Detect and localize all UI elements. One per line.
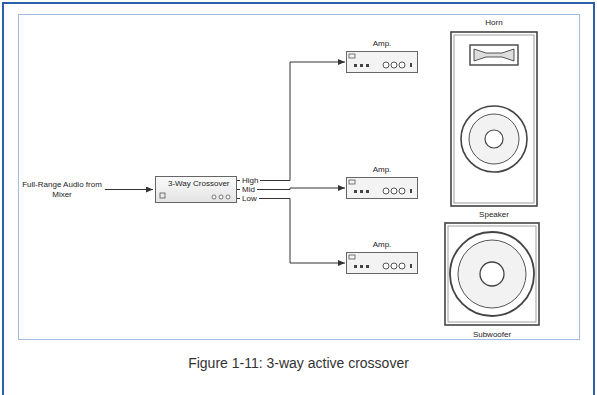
amp-body [347,178,418,199]
amp-knob [383,263,389,269]
node-label: Speaker [450,210,538,220]
amp-power-switch [349,255,355,259]
signal-connector [237,62,345,181]
amp-knob [391,263,397,269]
amp-indicator [354,190,357,193]
node-label: Horn [450,18,538,31]
band-label: High [240,176,260,185]
amplifier-body [346,51,418,73]
node-label: Amp. [346,240,418,252]
cabinet-inner-edge [454,35,534,203]
amp-indicator [410,63,412,67]
signal-connector [237,199,345,264]
node-label: 3-Way Crossover [168,179,230,189]
crossover-knob [219,195,223,199]
amp-indicator [410,189,412,193]
woofer-cone [469,114,519,164]
amp-knob [383,62,389,68]
horn-driver [470,45,518,65]
subwoofer-enclosure [444,222,540,326]
amp-indicator [354,265,357,268]
amp-body [347,52,418,73]
woofer-frame [461,106,527,172]
amp-power-switch [349,180,355,184]
amp-knob [383,188,389,194]
amplifier-unit [346,51,418,73]
subwoofer-drawing [444,222,540,326]
amplifier-unit [346,177,418,199]
figure-caption: Figure 1-11: 3-way active crossover [0,355,597,371]
subwoofer-outline [445,223,539,325]
cabinet-outline [451,32,537,206]
amp-indicator [366,265,369,268]
amp-indicator [354,64,357,67]
subwoofer-cabinet: Subwoofer [444,222,540,340]
input-arrow [105,189,153,190]
crossover-switch [160,193,165,198]
crossover-knob [226,195,230,199]
amp-power-switch [349,54,355,58]
band-label: Mid [240,185,257,194]
crossover-unit: 3-Way Crossover [155,176,237,203]
amp-body [347,253,418,274]
amp-knob [399,188,405,194]
amplifier-unit [346,252,418,274]
band-label: Low [240,194,259,203]
amp-indicator [360,190,363,193]
amplifier-node: Amp. [346,240,418,274]
amp-knob [399,62,405,68]
woofer-dustcap [485,130,503,148]
node-label: Amp. [346,165,418,177]
subwoofer-cone [458,240,526,308]
amp-indicator [410,264,412,268]
node-label: Amp. [346,39,418,51]
amplifier-body [346,252,418,274]
input-label: Full-Range Audio from Mixer [20,180,104,200]
subwoofer-inner-edge [448,226,536,322]
subwoofer-frame [450,232,534,316]
node-label: Subwoofer [444,330,540,340]
amplifier-node: Amp. [346,165,418,199]
amp-knob [399,263,405,269]
speaker-enclosure [450,31,538,207]
amp-knob [391,62,397,68]
amplifier-node: Amp. [346,39,418,73]
crossover-knob [212,195,216,199]
subwoofer-dustcap [480,262,504,286]
amplifier-body [346,177,418,199]
amp-indicator [360,265,363,268]
horn-mouth [474,49,514,61]
speaker-drawing [450,31,538,207]
amp-indicator [366,190,369,193]
amp-indicator [360,64,363,67]
amp-indicator [366,64,369,67]
speaker-cabinet: HornSpeaker [450,18,538,220]
amp-knob [391,188,397,194]
